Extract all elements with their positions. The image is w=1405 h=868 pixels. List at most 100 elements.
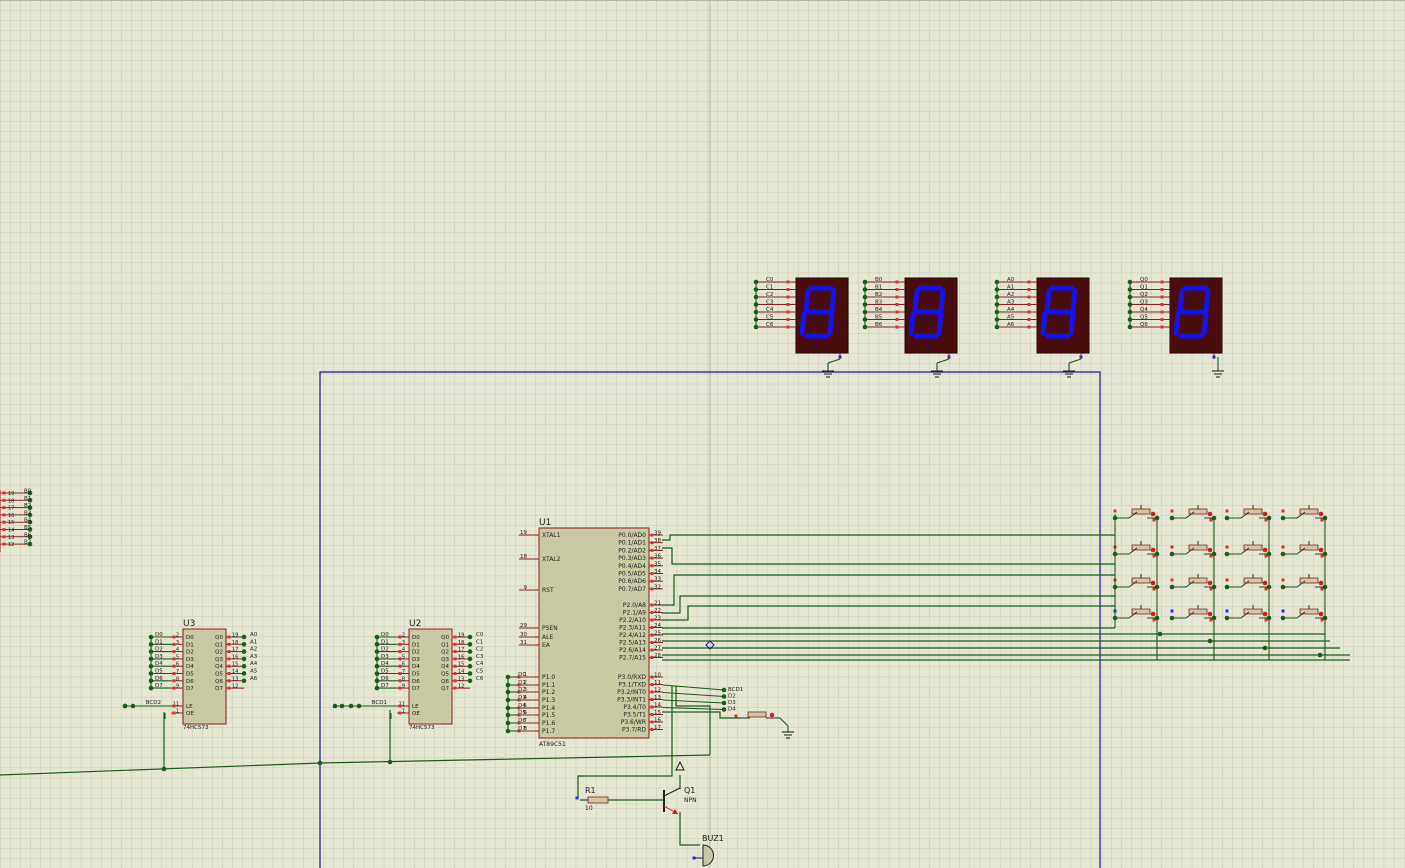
u1-pin-number: 8 [524, 726, 528, 732]
u1-pin-number: 19 [520, 530, 527, 536]
latch-pin-marker [172, 642, 176, 646]
junction-dot [241, 671, 247, 676]
seg-net-label: C5 [766, 315, 774, 321]
u1-pin-number: 11 [654, 680, 661, 686]
keypad-pin-marker [1152, 518, 1156, 522]
partial-net-label: B3 [24, 510, 32, 516]
wire [662, 711, 740, 719]
u1-pin-number: 25 [654, 631, 661, 637]
latch-pin-number: 17 [232, 647, 238, 653]
u1-pin-name: P3.0/RXD [618, 674, 646, 681]
latch-chip-body[interactable] [182, 628, 227, 725]
latch-ref-label: U2 [409, 619, 421, 629]
junction-dot [1224, 615, 1230, 621]
partial-net-label: B6 [24, 532, 32, 538]
latch-pin-name: Q6 [215, 679, 223, 685]
latch-pin-name: D4 [186, 664, 194, 670]
junction-dot [1317, 652, 1323, 658]
seg-pin-marker [895, 295, 899, 299]
junction-dot [505, 720, 511, 726]
seg-net-label: A0 [1007, 277, 1015, 283]
seg-pin-marker [1160, 295, 1164, 299]
latch-pin-marker [227, 657, 231, 661]
latch-pin-marker [398, 650, 402, 654]
junction-dot [1169, 551, 1175, 557]
segment [938, 288, 946, 313]
latch-pin-number: 15 [458, 662, 464, 668]
seg-net-label: Q2 [1140, 292, 1148, 298]
net-label-p1: D3 [518, 695, 526, 701]
latch-net-out: C1 [476, 639, 483, 645]
push-switch[interactable] [747, 711, 775, 718]
junction-dot [1280, 551, 1286, 557]
latch-pin-name: D2 [412, 650, 420, 656]
keypad-lead [1185, 547, 1195, 555]
latch-pin-number: 8 [176, 676, 179, 682]
bus-line [319, 371, 1101, 868]
wire [679, 812, 700, 846]
latch-net-in: D2 [155, 647, 163, 653]
keypad-pin-marker [1320, 554, 1324, 558]
latch-pin-name: Q7 [441, 686, 449, 692]
keypad-pin-marker [1170, 578, 1174, 582]
latch-pin-number: 2 [176, 633, 179, 639]
latch-pin-name: Q4 [215, 664, 223, 670]
seg-net-label: Q5 [1140, 315, 1148, 321]
buzzer-buz1[interactable] [702, 844, 714, 867]
wire [936, 358, 950, 364]
latch-pin-marker [172, 672, 176, 675]
wire [675, 686, 711, 755]
latch-net-out: A3 [250, 654, 258, 660]
seg-net-label: B5 [875, 315, 883, 321]
u1-pin-name: EA [542, 642, 551, 649]
latch-chip-body[interactable] [408, 628, 453, 725]
net-label-p1: D2 [518, 687, 526, 693]
seven-seg-display[interactable] [795, 277, 849, 354]
latch-pin-number: 6 [176, 662, 179, 668]
latch-pin-marker [227, 672, 231, 675]
r1-value-label: 10 [585, 805, 593, 812]
u1-pin-number: 26 [654, 638, 661, 644]
segment [912, 288, 920, 313]
latch-le-net: BCD2 [146, 700, 161, 706]
u1-chip-body[interactable] [538, 527, 650, 739]
buzzer-body [702, 844, 714, 867]
latch-pin-name: D2 [186, 650, 194, 656]
u1-pin-name: P2.6/A14 [619, 647, 646, 654]
u1-pin-number: 14 [654, 703, 661, 709]
u1-pin-name: P0.3/AD3 [618, 555, 646, 562]
u1-pin-number: 30 [520, 632, 527, 638]
u1-pin-name: XTAL1 [542, 532, 561, 539]
wire [662, 574, 1115, 606]
u1-pin-name: P1.6 [542, 720, 555, 727]
seg-pin-marker [895, 325, 899, 329]
seg-pin-marker [1160, 310, 1164, 314]
seg-pin-marker [1027, 325, 1031, 329]
u1-pin-marker [650, 683, 654, 686]
latch-pin-number: 18 [232, 640, 238, 646]
u1-ref-label: U1 [539, 518, 551, 528]
u1-pin-name: P2.0/A8 [623, 602, 646, 609]
keypad-pin-marker [1225, 609, 1229, 613]
wire [662, 595, 1115, 614]
latch-pin-name: Q2 [441, 650, 449, 656]
latch-net-in: D7 [381, 683, 389, 689]
seven-seg-display[interactable] [904, 277, 958, 354]
wire [577, 686, 673, 798]
u1-part-label: AT89C51 [539, 741, 566, 748]
keypad-pin-marker [1152, 554, 1156, 558]
latch-pin-name: D5 [186, 672, 194, 678]
junction-dot [27, 498, 33, 503]
latch-pin-name: Q3 [215, 657, 223, 663]
latch-pin-marker [453, 664, 457, 668]
latch-pin-number: 1 [402, 709, 405, 715]
keypad-button[interactable] [1243, 577, 1268, 586]
seven-seg-display[interactable] [1169, 277, 1223, 354]
u1-pin-number: 13 [654, 695, 661, 701]
seven-seg-display[interactable] [1036, 277, 1090, 354]
keypad-lead [1296, 547, 1306, 555]
junction-dot [505, 705, 511, 711]
keypad-contact [1207, 611, 1213, 617]
resistor-r1[interactable] [587, 796, 609, 804]
